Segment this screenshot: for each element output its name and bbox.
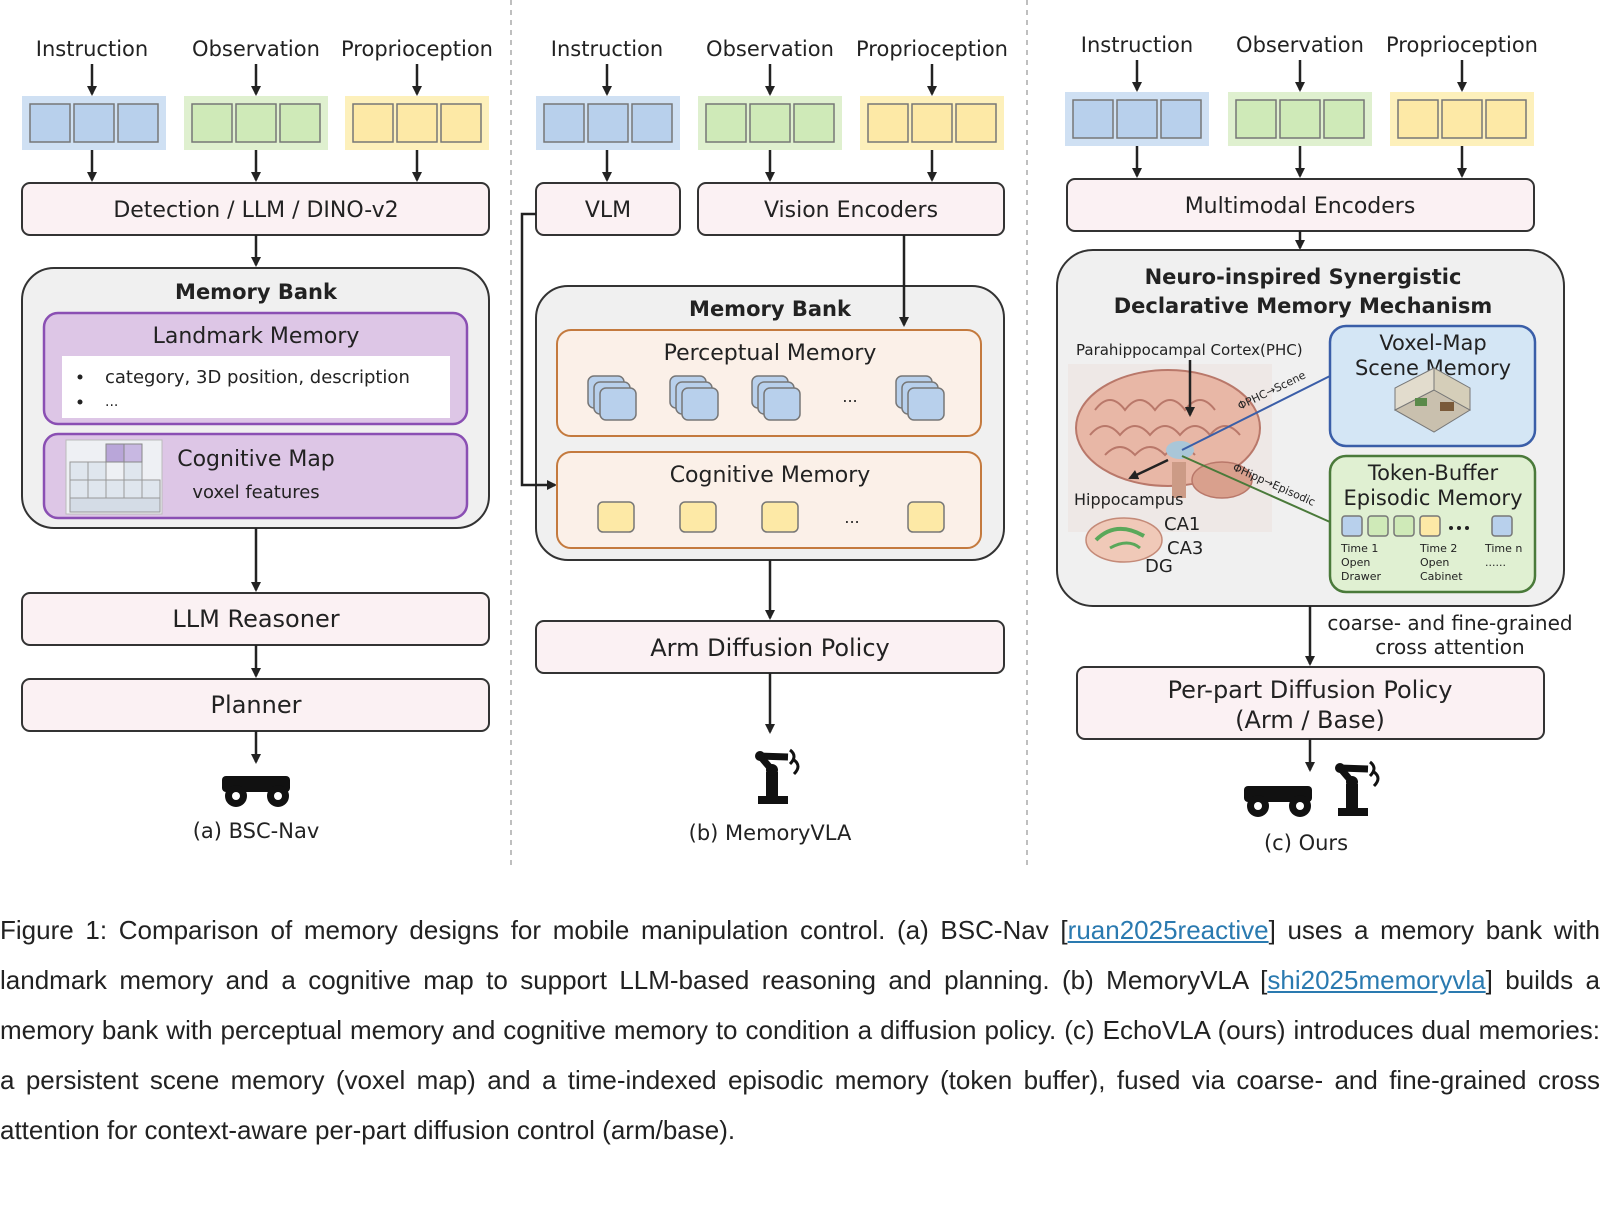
cross-attention-label-1: coarse- and fine-grained xyxy=(1327,611,1572,635)
hippocampus-label: Hippocampus xyxy=(1074,490,1183,509)
ellipsis: ... xyxy=(842,387,857,406)
perceptual-token-stack xyxy=(587,375,945,421)
caption-text: Figure 1: Comparison of memory designs f… xyxy=(0,915,1068,945)
brain-icon xyxy=(1068,364,1272,532)
input-label-instruction: Instruction xyxy=(1081,33,1193,57)
panel-c: Instruction Observation Proprioception xyxy=(1056,33,1573,855)
input-label-instruction: Instruction xyxy=(36,37,148,61)
panel-b: Instruction Observation Proprioception xyxy=(520,37,1008,845)
phc-label: Parahippocampal Cortex(PHC) xyxy=(1076,341,1303,359)
mobile-base-icon xyxy=(222,776,290,807)
time-label: Time 2 xyxy=(1419,542,1457,555)
instruction-tokens xyxy=(22,96,166,150)
input-label-proprioception: Proprioception xyxy=(1386,33,1538,57)
figure-diagram: Instruction Observation Proprioception xyxy=(21,0,1573,868)
voxel-grid-icon xyxy=(65,439,163,515)
landmark-memory-title: Landmark Memory xyxy=(153,324,360,349)
input-label-observation: Observation xyxy=(192,37,320,61)
scene-memory-title-1: Voxel-Map xyxy=(1379,331,1486,355)
mobile-base-icon xyxy=(1244,786,1312,817)
memory-bank-title: Memory Bank xyxy=(689,297,852,321)
observation-tokens xyxy=(184,96,328,150)
planner-label: Planner xyxy=(211,691,302,719)
llm-reasoner-label: LLM Reasoner xyxy=(172,605,339,633)
vlm-label: VLM xyxy=(585,198,631,223)
ca3-label: CA3 xyxy=(1167,538,1203,559)
proprioception-tokens xyxy=(345,96,489,150)
caption-text: ] builds a memory bank with perceptual m… xyxy=(0,965,1600,1145)
proprioception-tokens xyxy=(1390,92,1534,146)
panel-a-caption: (a) BSC-Nav xyxy=(193,819,320,843)
multimodal-encoders-label: Multimodal Encoders xyxy=(1185,194,1416,219)
perceptual-memory-title: Perceptual Memory xyxy=(664,341,877,366)
cognitive-map-title: Cognitive Map xyxy=(177,447,335,472)
time-label: ...... xyxy=(1485,556,1506,569)
hippocampus-icon xyxy=(1085,517,1163,563)
instruction-tokens xyxy=(536,96,680,150)
time-label: Cabinet xyxy=(1420,570,1463,583)
ellipsis: ... xyxy=(844,508,859,527)
input-label-proprioception: Proprioception xyxy=(341,37,493,61)
robot-arm-icon xyxy=(755,748,800,804)
robot-arm-icon xyxy=(1335,760,1380,816)
citation-link[interactable]: ruan2025reactive xyxy=(1067,915,1269,945)
episodic-token-buffer xyxy=(1341,515,1513,537)
per-part-policy-label-2: (Arm / Base) xyxy=(1235,706,1385,734)
cognitive-tokens xyxy=(597,501,945,533)
input-label-observation: Observation xyxy=(706,37,834,61)
arm-diffusion-policy-label: Arm Diffusion Policy xyxy=(650,634,890,662)
time-label: Time n xyxy=(1484,542,1522,555)
episodic-memory-title-1: Token-Buffer xyxy=(1367,461,1499,485)
memory-bank-title: Memory Bank xyxy=(175,280,338,304)
mechanism-title-line-2: Declarative Memory Mechanism xyxy=(1114,294,1493,318)
panel-b-caption: (b) MemoryVLA xyxy=(689,821,852,845)
encoder-label: Detection / LLM / DINO-v2 xyxy=(113,198,398,223)
landmark-item: ... xyxy=(105,394,118,410)
observation-tokens xyxy=(698,96,842,150)
dg-label: DG xyxy=(1145,556,1173,577)
vision-encoders-label: Vision Encoders xyxy=(764,198,938,223)
cognitive-map-subtitle: voxel features xyxy=(192,482,319,503)
citation-link[interactable]: shi2025memoryvla xyxy=(1267,965,1486,995)
proprioception-tokens xyxy=(860,96,1004,150)
figure-caption: Figure 1: Comparison of memory designs f… xyxy=(0,905,1600,1155)
time-label: Drawer xyxy=(1341,570,1381,583)
time-label: Time 1 xyxy=(1340,542,1378,555)
mechanism-title-line-1: Neuro-inspired Synergistic xyxy=(1145,265,1462,289)
input-label-observation: Observation xyxy=(1236,33,1364,57)
input-label-proprioception: Proprioception xyxy=(856,37,1008,61)
landmark-item: category, 3D position, description xyxy=(105,367,410,388)
ca1-label: CA1 xyxy=(1164,514,1200,535)
panel-c-caption: (c) Ours xyxy=(1264,831,1348,855)
panel-a: Instruction Observation Proprioception xyxy=(21,37,493,843)
cognitive-memory-title: Cognitive Memory xyxy=(670,463,871,488)
episodic-memory-title-2: Episodic Memory xyxy=(1343,486,1522,510)
time-label: Open xyxy=(1420,556,1449,569)
instruction-tokens xyxy=(1065,92,1209,146)
per-part-policy-label-1: Per-part Diffusion Policy xyxy=(1168,676,1453,704)
time-label: Open xyxy=(1341,556,1370,569)
caption-text: ] uses a memory bank with landmark memor… xyxy=(0,915,1600,995)
cross-attention-label-2: cross attention xyxy=(1375,635,1524,659)
cognitive-memory xyxy=(556,451,982,549)
input-label-instruction: Instruction xyxy=(551,37,663,61)
vision-encoders-box xyxy=(697,182,1005,236)
vlm-box xyxy=(535,182,681,236)
room-icon xyxy=(1393,367,1471,433)
observation-tokens xyxy=(1228,92,1372,146)
